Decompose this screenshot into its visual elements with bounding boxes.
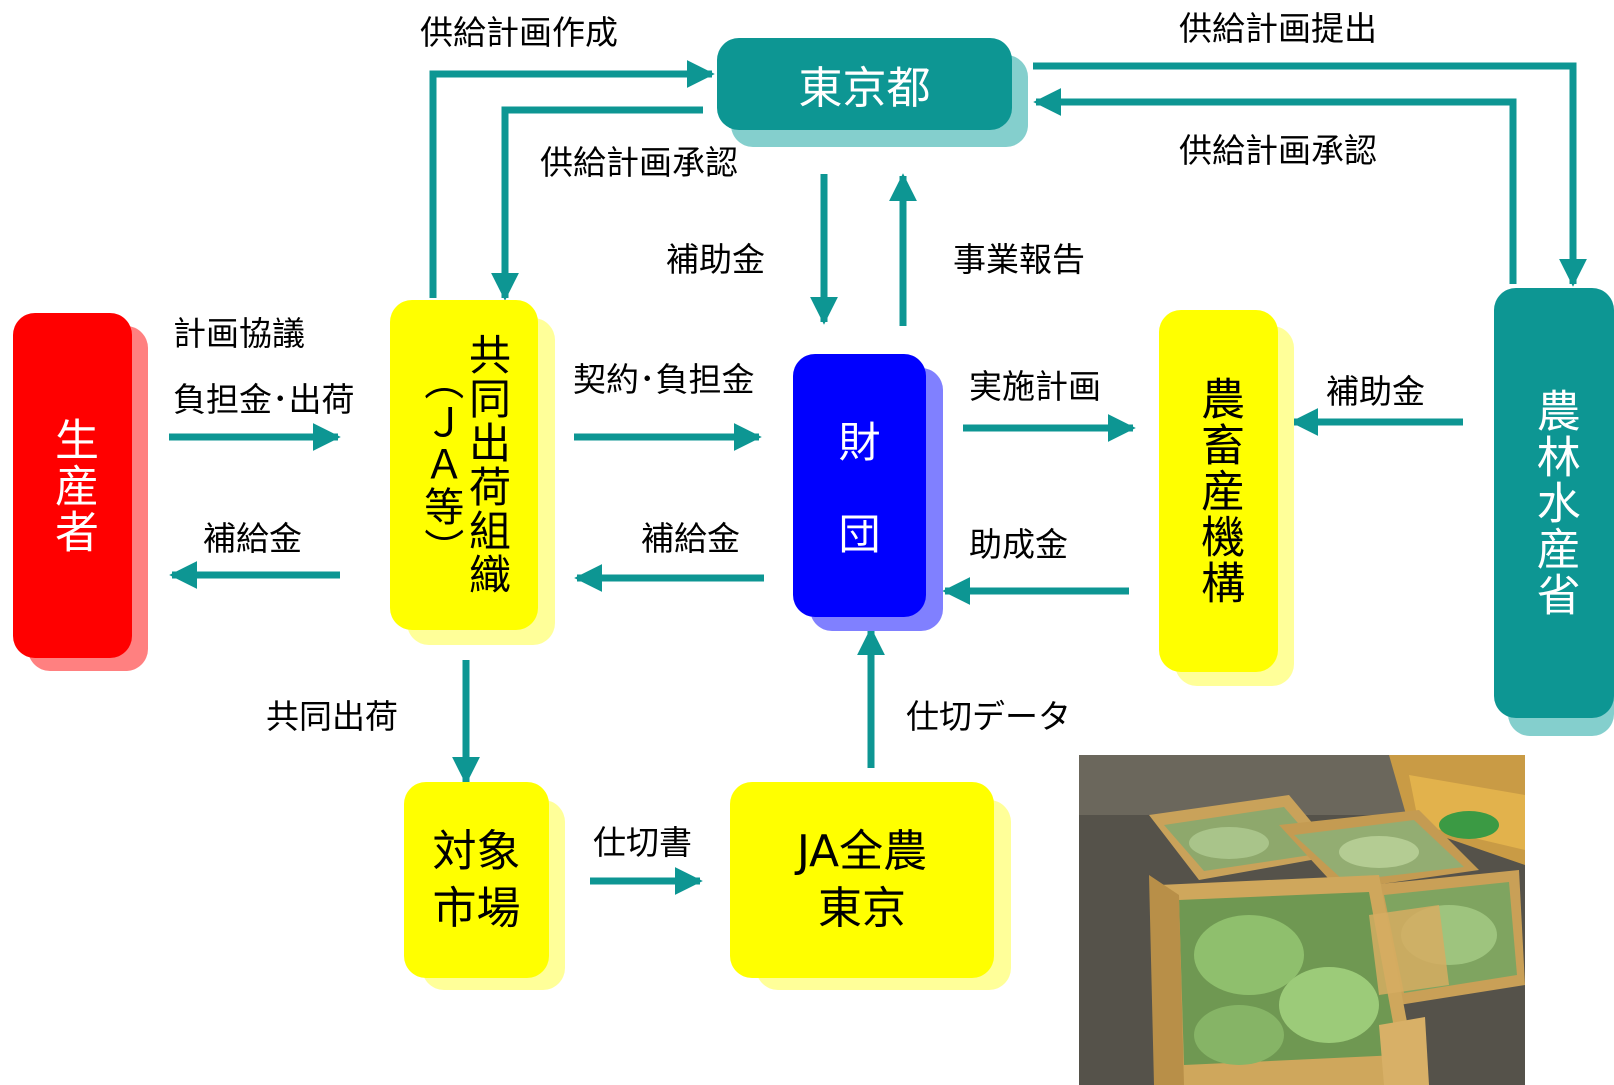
label-settlement-doc: 仕切書 xyxy=(593,823,692,862)
arrow-tokyo-to-maff xyxy=(1033,62,1587,287)
zennoh-label-2: 東京 xyxy=(818,883,906,934)
maff-label: 農林水産省 xyxy=(1528,388,1580,618)
tokyo-node: 東京都 xyxy=(717,38,1012,130)
market-label-2: 市場 xyxy=(432,883,521,934)
producer-label: 生産者 xyxy=(47,416,98,555)
label-grant: 助成金 xyxy=(969,525,1068,564)
label-burden-ship: 負担金･出荷 xyxy=(173,380,355,419)
ja-label: 共同出荷組織 xyxy=(462,333,512,597)
label-supply-to-ja: 補給金 xyxy=(641,519,740,558)
arrow-tokyo-to-ja xyxy=(491,106,703,301)
label-contract-burden: 契約･負担金 xyxy=(573,360,755,399)
alic-node: 農畜産機構 xyxy=(1159,310,1278,672)
zaidan-label-2: 団 xyxy=(838,509,881,559)
label-subsidy-tokyo: 補助金 xyxy=(666,240,765,279)
arrow-maff-to-tokyo xyxy=(1033,88,1517,284)
zennoh-node: JA全農 東京 xyxy=(730,782,994,978)
label-plan-submit: 供給計画提出 xyxy=(1179,9,1377,48)
label-subsidy-maff: 補助金 xyxy=(1326,372,1425,411)
label-settlement-data: 仕切データ xyxy=(906,697,1071,736)
alic-label: 農畜産機構 xyxy=(1193,376,1245,606)
label-supply-to-producer: 補給金 xyxy=(203,519,302,558)
label-plan-approve-right: 供給計画承認 xyxy=(1179,131,1377,170)
label-plan-approve-left: 供給計画承認 xyxy=(540,143,738,182)
zaidan-node: 財 団 xyxy=(793,354,926,617)
arrow-ja-to-tokyo xyxy=(429,60,715,298)
zennoh-label-1: JA全農 xyxy=(796,825,928,877)
cabbage-boxes-photo xyxy=(1079,755,1525,1085)
tokyo-label: 東京都 xyxy=(798,63,931,114)
producer-node: 生産者 xyxy=(13,313,132,658)
label-impl-plan: 実施計画 xyxy=(969,367,1101,406)
maff-node: 農林水産省 xyxy=(1494,288,1614,718)
market-node: 対象 市場 xyxy=(404,782,549,978)
market-label-1: 対象 xyxy=(432,825,521,877)
zaidan-label-1: 財 xyxy=(838,418,881,468)
ja-node: 共同出荷組織 （ＪＡ等） xyxy=(390,300,538,630)
label-joint-ship: 共同出荷 xyxy=(266,697,398,736)
label-plan-create: 供給計画作成 xyxy=(420,13,618,52)
label-plan-consult: 計画協議 xyxy=(173,314,305,353)
label-business-report: 事業報告 xyxy=(953,240,1085,279)
ja-sublabel: （ＪＡ等） xyxy=(417,360,464,570)
